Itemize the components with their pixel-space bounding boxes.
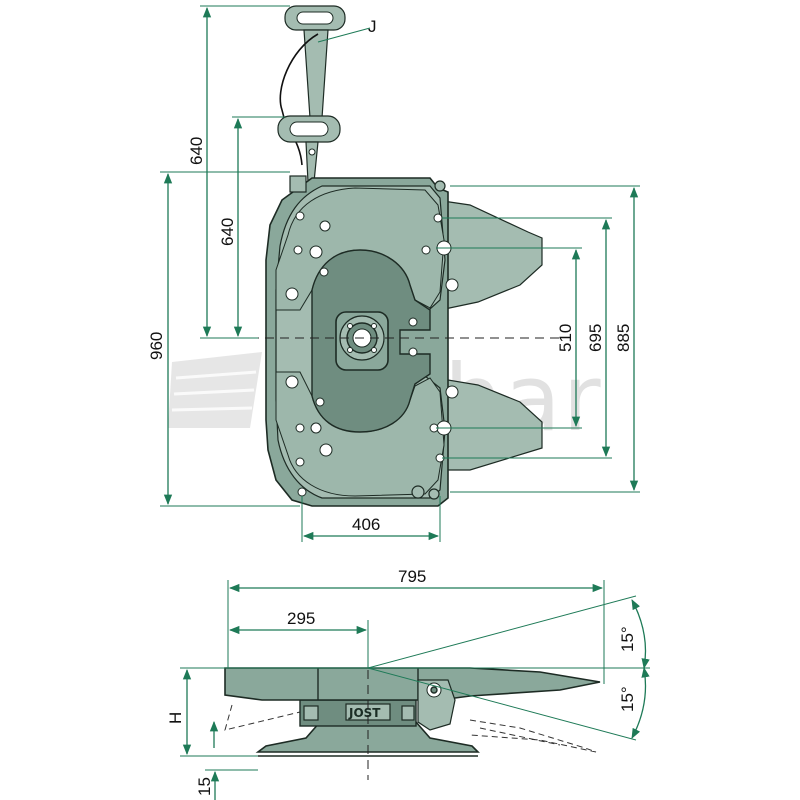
dim-offset-295: 295 bbox=[287, 609, 315, 628]
dim-width-406: 406 bbox=[352, 515, 380, 534]
release-handle bbox=[277, 5, 346, 183]
dim-695: 695 bbox=[586, 324, 605, 352]
dim-length-795: 795 bbox=[398, 567, 426, 586]
dim-handle-height: 640 bbox=[187, 137, 206, 165]
dim-885: 885 bbox=[614, 324, 633, 352]
dim-base-15: 15 bbox=[195, 777, 214, 796]
dim-height-h: H bbox=[166, 712, 185, 724]
part-label-j: J bbox=[368, 17, 377, 36]
dim-lever-height: 640 bbox=[218, 218, 237, 246]
dim-510: 510 bbox=[556, 324, 575, 352]
coupling-side-view: JOST bbox=[224, 667, 601, 757]
angle-tilt-up: 15° bbox=[618, 626, 637, 652]
coupling-plate-top-view bbox=[265, 175, 543, 507]
brand-jost: JOST bbox=[348, 706, 381, 720]
dim-total-length: 960 bbox=[147, 332, 166, 360]
angle-tilt-down: 15° bbox=[618, 686, 637, 712]
